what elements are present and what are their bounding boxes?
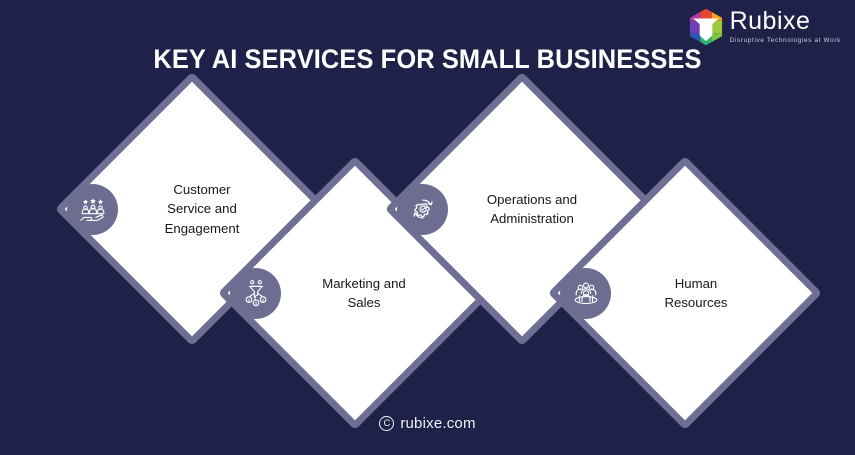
card-line-1: Customer <box>173 182 231 198</box>
service-card-badge: $ $ $ <box>230 267 281 319</box>
service-card-label: Human Resources <box>599 196 793 390</box>
service-card-label: Customer Service and Engagement <box>105 112 299 306</box>
card-line-2: Service and <box>167 201 237 217</box>
logo-wordmark: Rubixe <box>729 7 811 35</box>
service-card-customer-service[interactable]: Customer Service and Engagement <box>54 71 330 347</box>
service-card-label: Marketing and Sales <box>267 196 461 390</box>
copyright-icon: C <box>379 416 395 431</box>
gear-process-cycle-icon <box>412 199 433 219</box>
page-title: KEY AI SERVICES FOR SMALL BUSINESSES <box>153 44 702 74</box>
footer-site: rubixe.com <box>400 415 476 432</box>
card-line-2: Resources <box>664 295 728 310</box>
svg-text:$: $ <box>254 302 257 306</box>
service-card-label: Operations and Administration <box>435 112 629 306</box>
service-card-operations-admin[interactable]: Operations and Administration <box>384 71 660 347</box>
rubixe-logo: Rubixe Disruptive Technologies at Work <box>688 8 841 46</box>
people-group-icon <box>574 282 597 305</box>
card-line-1: Marketing and <box>322 275 406 291</box>
customer-rating-hand-icon <box>79 198 104 221</box>
rubixe-cube-logo-icon <box>689 8 722 46</box>
svg-text:$: $ <box>247 298 250 302</box>
service-card-marketing-sales[interactable]: Marketing and Sales $ $ $ <box>217 155 493 431</box>
service-card-badge <box>560 267 611 319</box>
footer-credit: C rubixe.com <box>0 415 855 432</box>
card-line-2: Administration <box>490 211 574 226</box>
card-line-1: Human <box>674 275 718 291</box>
service-card-human-resources[interactable]: Human Resources <box>547 155 823 431</box>
sales-funnel-icon: $ $ $ <box>245 280 266 307</box>
service-card-badge <box>67 183 118 235</box>
service-card-badge <box>397 183 448 235</box>
card-line-2: Sales <box>347 295 381 310</box>
card-line-3: Engagement <box>164 220 240 236</box>
logo-tagline: Disruptive Technologies at Work <box>729 37 841 44</box>
svg-text:$: $ <box>261 298 264 302</box>
card-line-1: Operations and <box>486 191 578 207</box>
